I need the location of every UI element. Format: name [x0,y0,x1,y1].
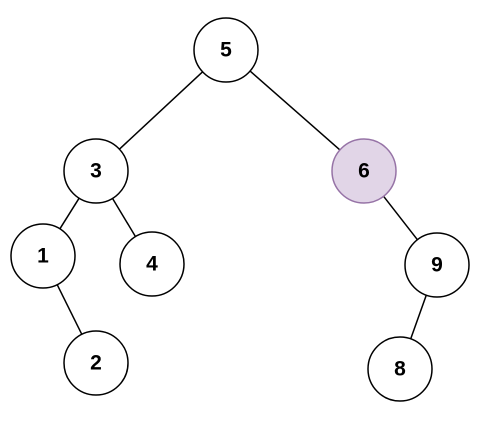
node-label: 1 [37,245,49,268]
node-circle [331,138,397,204]
node-circle [193,17,259,83]
tree-nodes: 5 3 6 1 4 9 2 8 [10,17,470,402]
node-circle [119,231,185,297]
edge-n5-n6 [249,70,341,151]
node-label: 4 [146,253,158,276]
node-circle [10,223,76,289]
tree-node-2: 2 [63,330,129,396]
edge-n5-n3 [118,71,204,150]
tree-node-3: 3 [63,138,129,204]
edge-n9-n8 [409,294,428,340]
node-label: 3 [90,160,102,183]
edge-n1-n2 [56,284,83,335]
node-label: 8 [394,358,406,381]
tree-edges [56,70,428,340]
node-circle [404,232,470,298]
node-label: 5 [220,39,232,62]
node-label: 2 [90,352,102,375]
node-label: 9 [431,254,443,277]
tree-node-4: 4 [119,231,185,297]
node-label: 6 [358,160,370,183]
tree-node-1: 1 [10,223,76,289]
edge-n3-n1 [59,197,80,230]
node-circle [63,330,129,396]
tree-node-8: 8 [367,336,433,402]
node-circle [367,336,433,402]
tree-node-5: 5 [193,17,259,83]
edge-n6-n9 [383,195,418,241]
tree-node-6: 6 [331,138,397,204]
edge-n3-n4 [111,198,137,237]
node-circle [63,138,129,204]
tree-node-9: 9 [404,232,470,298]
